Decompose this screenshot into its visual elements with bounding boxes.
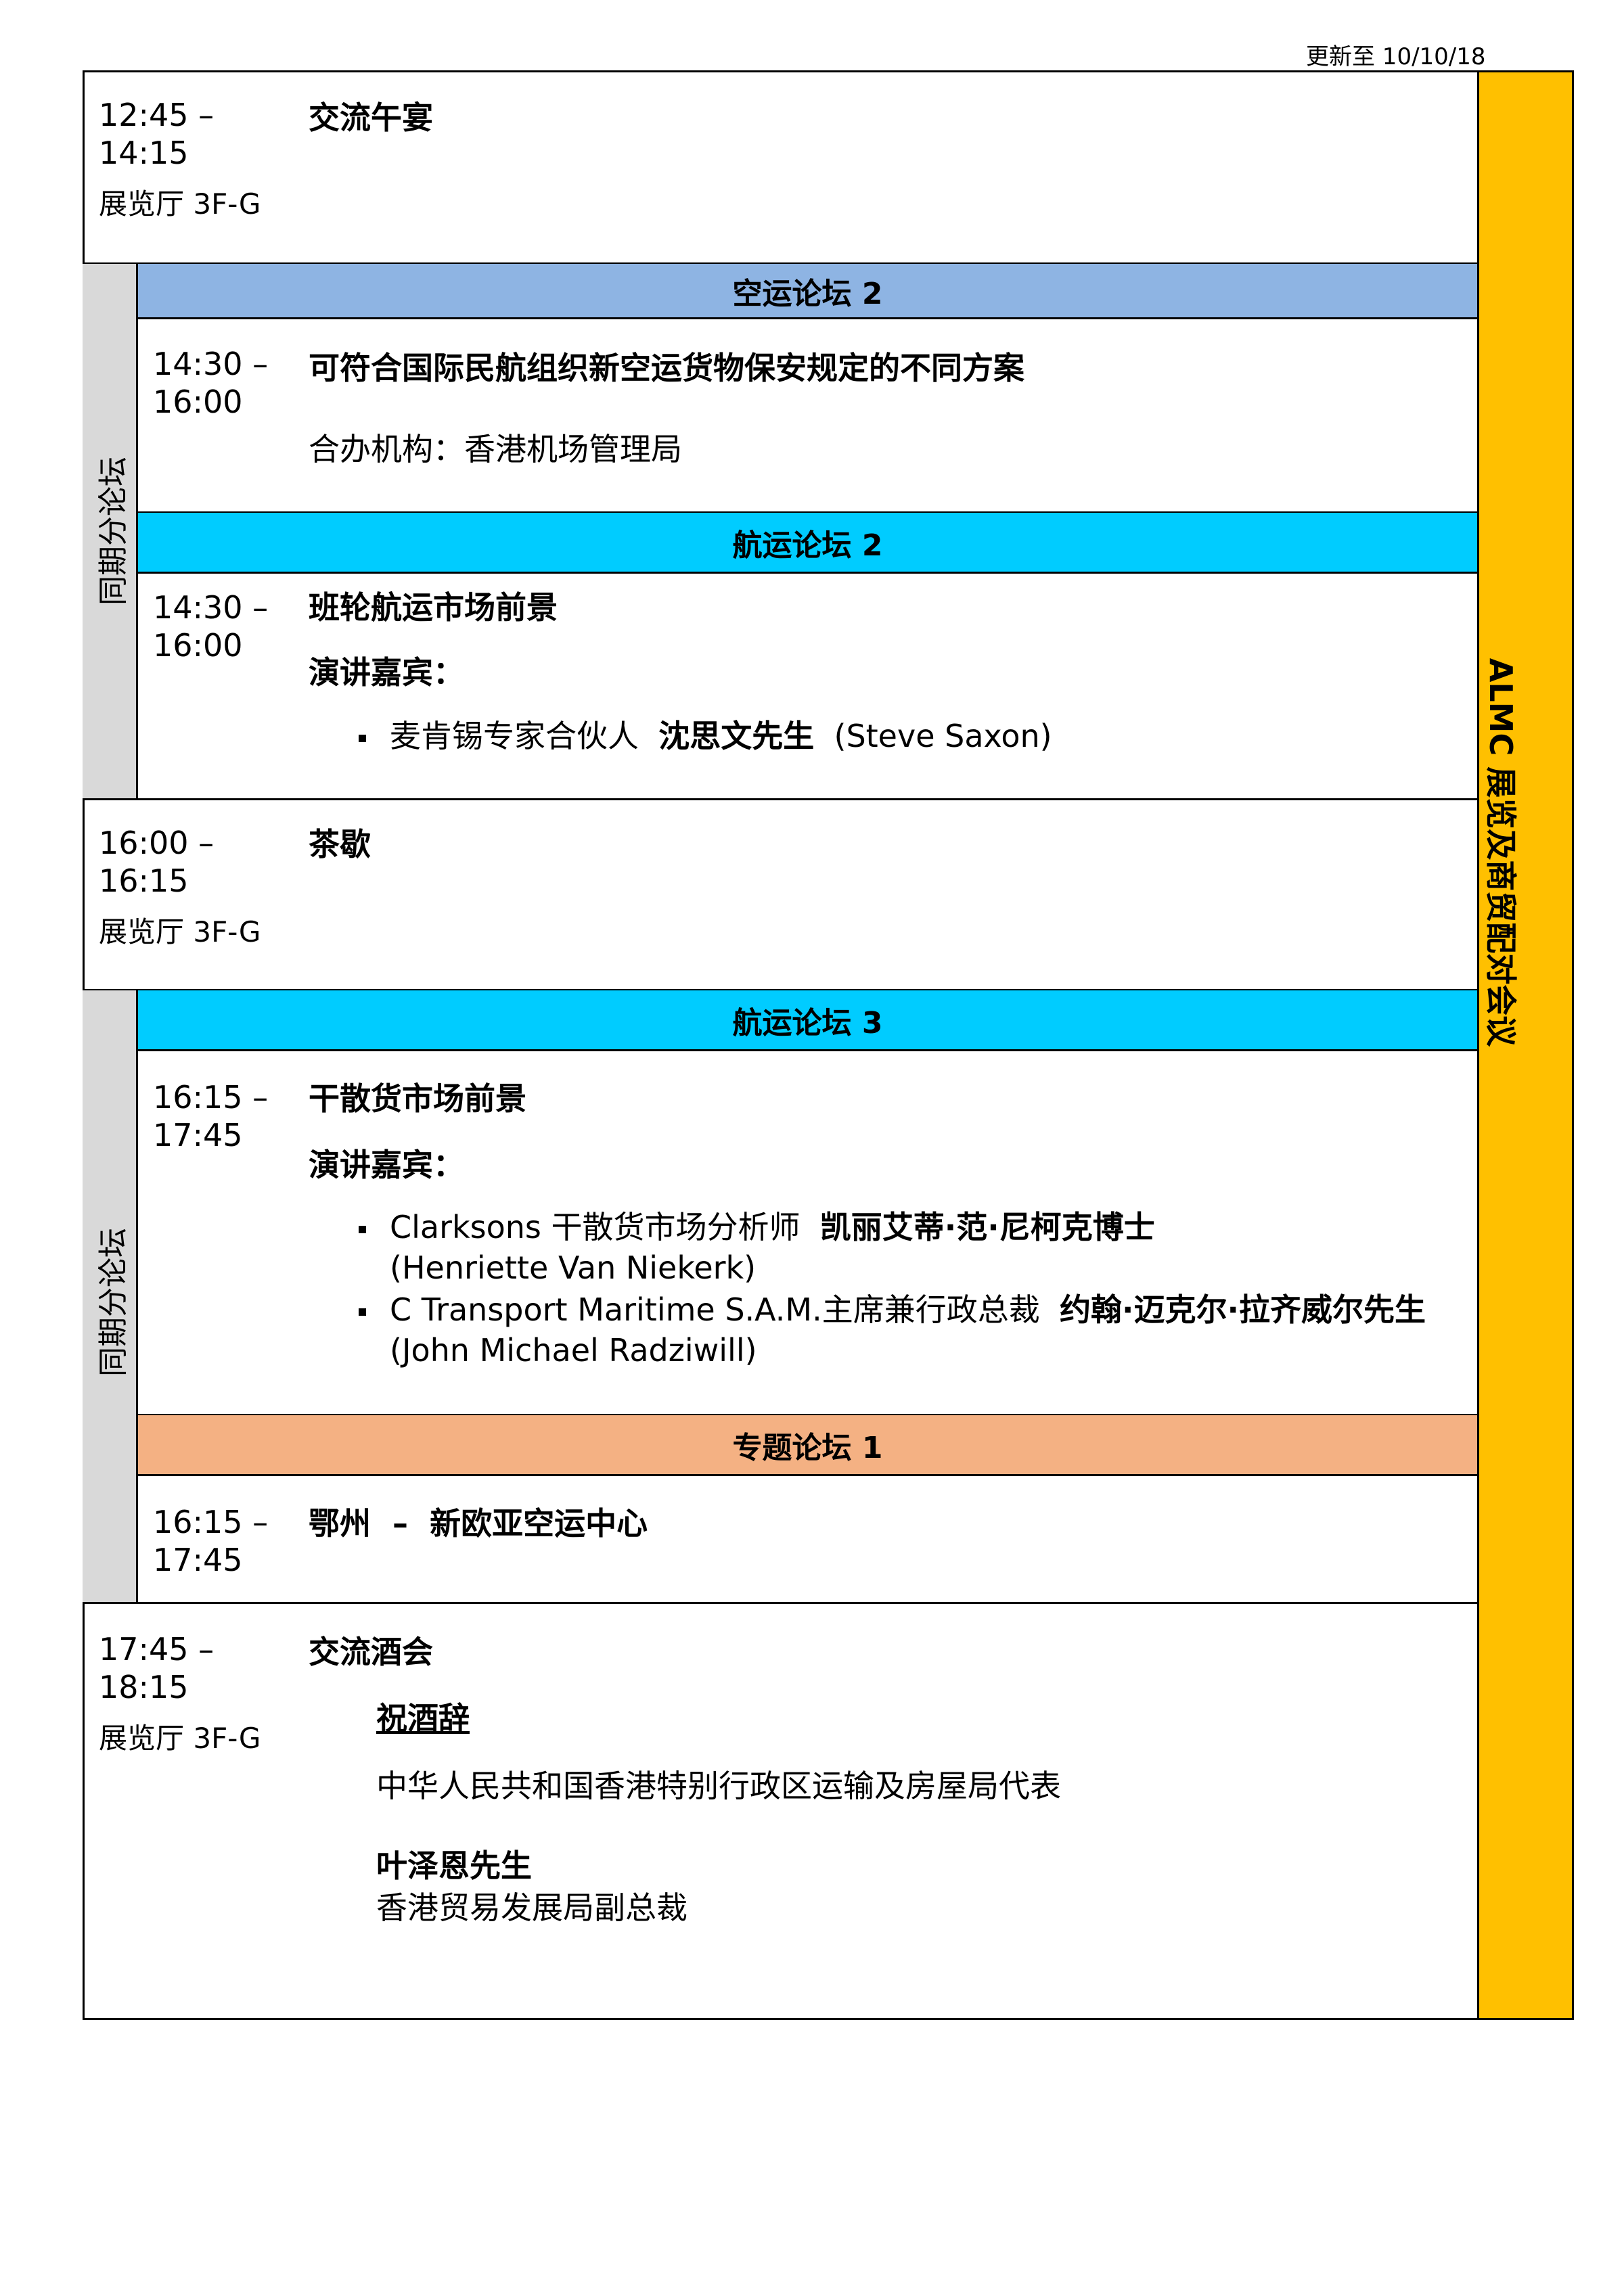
bullet-icon <box>359 1308 366 1316</box>
shipping-forum-3-speaker-1-en: (Henriette Van Niekerk) <box>390 1249 757 1286</box>
tea-title: 茶歇 <box>309 826 371 863</box>
tea-venue: 展览厅 3F-G <box>99 915 261 948</box>
row-divider <box>83 1602 1479 1604</box>
reception-time-end: 18:15 <box>99 1669 189 1705</box>
updated-date: 更新至 10/10/18 <box>1306 43 1486 70</box>
toast-label: 祝酒辞 <box>376 1700 470 1737</box>
row-divider <box>83 798 1479 800</box>
row-divider <box>83 262 1479 265</box>
air-forum-2-header: 空运论坛 2 <box>138 264 1477 319</box>
concurrent-label-1: 同期分论坛 <box>96 457 131 605</box>
shipping-forum-3-speaker-2: C Transport Maritime S.A.M.主席兼行政总裁 约翰·迈克… <box>390 1291 1426 1328</box>
lunch-time-start: 12:45 – <box>99 97 215 133</box>
concurrent-column-2 <box>83 990 138 1602</box>
air-forum-2-time-start: 14:30 – <box>153 346 269 382</box>
bullet-icon <box>359 735 366 742</box>
reception-time-start: 17:45 – <box>99 1631 215 1668</box>
air-forum-2-organizer: 合办机构：香港机场管理局 <box>309 431 682 467</box>
air-forum-2-title: 可符合国际民航组织新空运货物保安规定的不同方案 <box>309 350 1024 386</box>
toast-speaker-2-name: 叶泽恩先生 <box>376 1847 532 1884</box>
shipping-forum-2-time-start: 14:30 – <box>153 589 269 626</box>
shipping-forum-3-speaker-1: Clarksons 干散货市场分析师 凯丽艾蒂·范·尼柯克博士 <box>390 1209 1155 1245</box>
shipping-forum-2-header: 航运论坛 2 <box>138 513 1477 574</box>
lunch-time-end: 14:15 <box>99 135 189 171</box>
bullet-icon <box>359 1226 366 1233</box>
lunch-venue: 展览厅 3F-G <box>99 187 261 221</box>
special-forum-1-title: 鄂州 – 新欧亚空运中心 <box>309 1505 648 1542</box>
tea-time-start: 16:00 – <box>99 825 215 861</box>
special-forum-1-time-start: 16:15 – <box>153 1504 269 1540</box>
special-forum-1-header: 专题论坛 1 <box>138 1415 1477 1476</box>
shipping-forum-3-time-start: 16:15 – <box>153 1079 269 1116</box>
concurrent-label-2: 同期分论坛 <box>96 1228 131 1377</box>
special-forum-1-time-end: 17:45 <box>153 1542 243 1578</box>
row-divider <box>83 989 1479 991</box>
toast-speaker-1: 中华人民共和国香港特别行政区运输及房屋局代表 <box>376 1768 1061 1804</box>
tea-time-end: 16:15 <box>99 863 189 899</box>
toast-speaker-2-title: 香港贸易发展局副总裁 <box>376 1889 687 1926</box>
shipping-forum-3-time-end: 17:45 <box>153 1117 243 1153</box>
side-band-label: ALMC 展览及商贸配对会议 <box>1483 658 1519 1047</box>
shipping-forum-3-title: 干散货市场前景 <box>309 1080 526 1117</box>
shipping-forum-2-speakers-label: 演讲嘉宾： <box>309 654 464 691</box>
sub-divider <box>138 511 1477 513</box>
shipping-forum-3-header: 航运论坛 3 <box>138 990 1477 1051</box>
shipping-forum-2-title: 班轮航运市场前景 <box>309 589 558 626</box>
side-band <box>1477 70 1574 2020</box>
lunch-title: 交流午宴 <box>309 99 433 136</box>
concurrent-column-1 <box>83 264 138 798</box>
air-forum-2-time-end: 16:00 <box>153 384 243 420</box>
shipping-forum-2-time-end: 16:00 <box>153 627 243 664</box>
shipping-forum-3-speakers-label: 演讲嘉宾： <box>309 1147 464 1183</box>
sub-divider <box>138 1414 1477 1416</box>
reception-title: 交流酒会 <box>309 1634 433 1670</box>
shipping-forum-3-speaker-2-en: (John Michael Radziwill) <box>390 1332 757 1369</box>
shipping-forum-2-speaker-1: 麦肯锡专家合伙人 沈思文先生 (Steve Saxon) <box>390 718 1052 754</box>
reception-venue: 展览厅 3F-G <box>99 1722 261 1755</box>
